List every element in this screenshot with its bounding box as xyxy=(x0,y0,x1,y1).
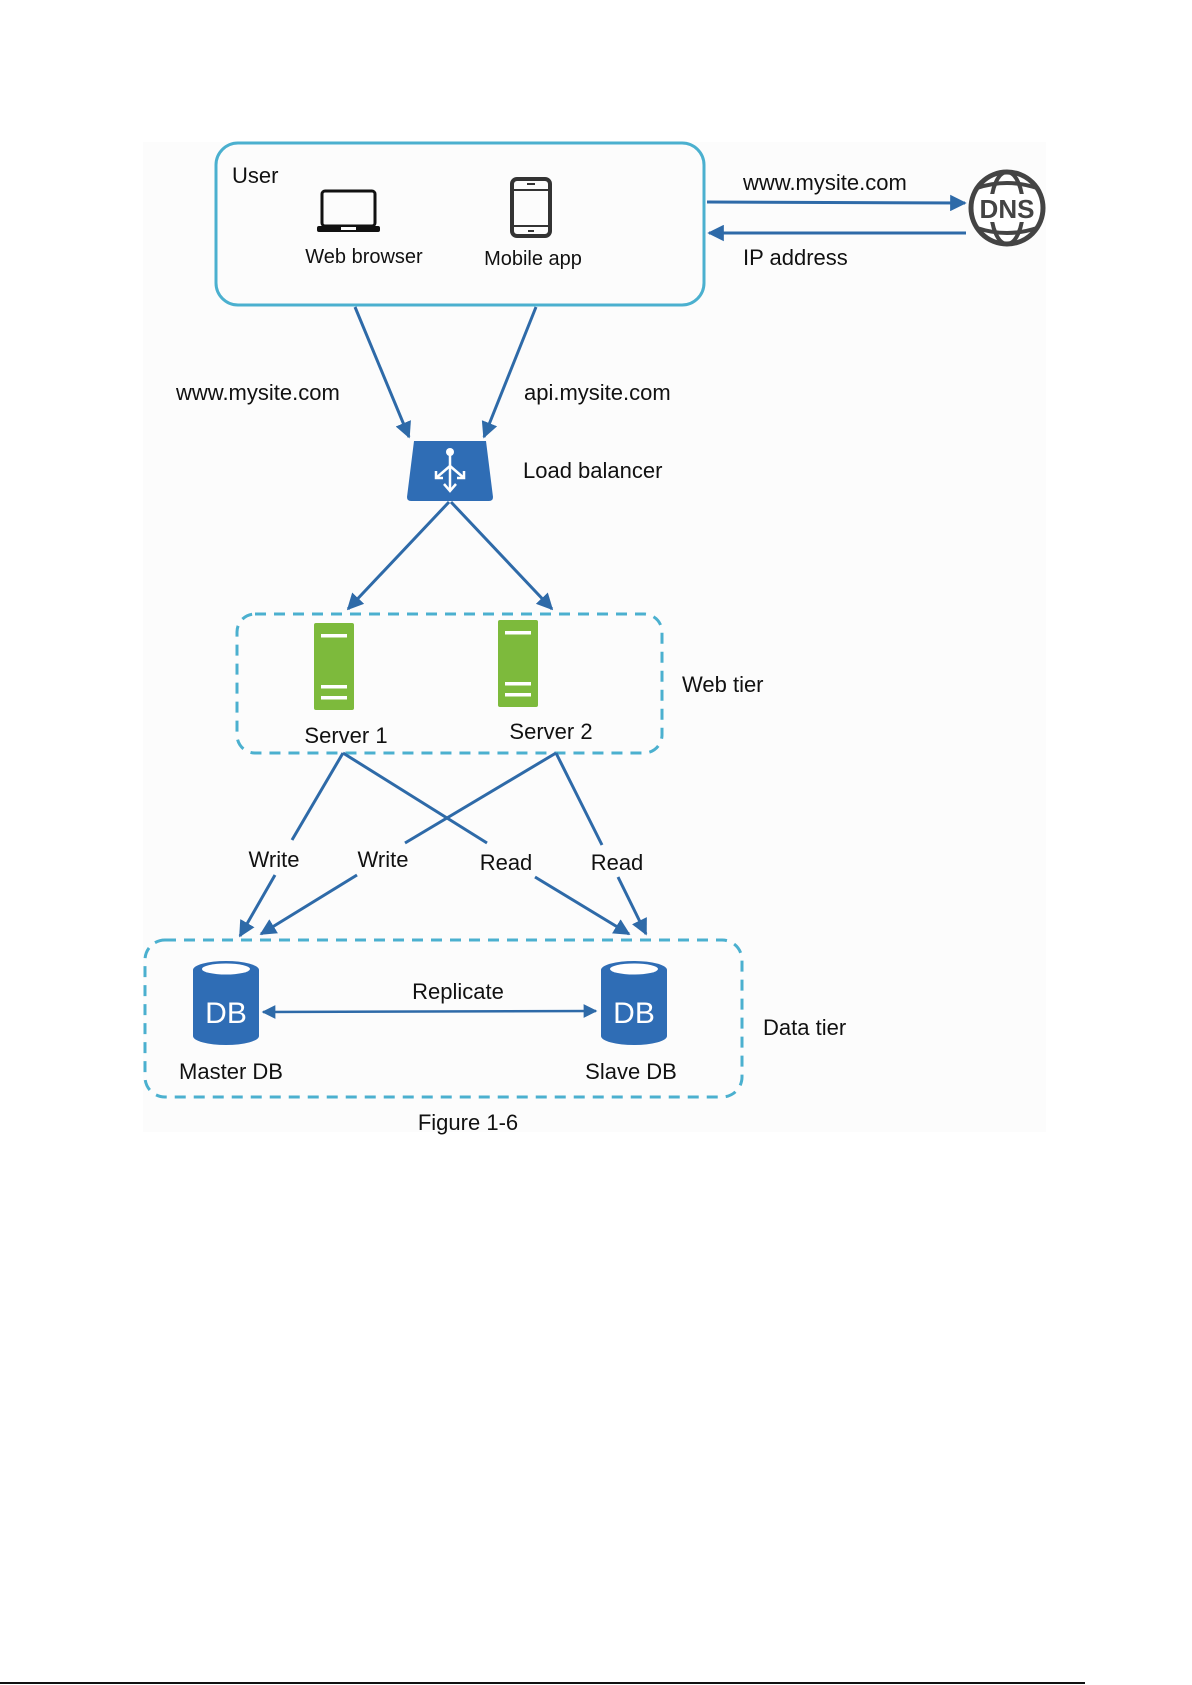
lb-to-server2-arrow xyxy=(449,500,554,611)
read-label-2: Read xyxy=(591,850,644,875)
dns-response-label: IP address xyxy=(743,245,848,270)
data-tier-box xyxy=(143,938,744,1099)
server-2-icon xyxy=(498,620,538,707)
dns-icon-text: DNS xyxy=(980,194,1035,224)
dns-request-arrow xyxy=(706,194,967,212)
dns-exchange: www.mysite.com IP address xyxy=(706,170,967,270)
figure-caption: Figure 1-6 xyxy=(418,1110,518,1135)
read-label-1: Read xyxy=(480,850,533,875)
web-tier-label: Web tier xyxy=(682,672,764,697)
web-browser-label: Web browser xyxy=(305,246,423,268)
mobile-phone-icon xyxy=(510,177,552,238)
server-2-label: Server 2 xyxy=(509,719,592,744)
user-box-title: User xyxy=(232,163,278,188)
server2-read-arrow xyxy=(554,752,648,936)
slave-db-icon-text: DB xyxy=(613,997,655,1030)
load-balancer-label: Load balancer xyxy=(523,458,662,483)
server-1-label: Server 1 xyxy=(304,723,387,748)
server1-write-arrow xyxy=(238,752,345,938)
web-tier-box xyxy=(235,612,664,755)
data-tier-label: Data tier xyxy=(763,1015,846,1040)
master-db-icon-text: DB xyxy=(205,997,247,1030)
api-route-arrow xyxy=(481,306,538,439)
load-balancer-icon xyxy=(407,441,493,501)
web-route-label: www.mysite.com xyxy=(175,380,340,405)
laptop-icon xyxy=(317,189,380,232)
slave-db-icon: DB xyxy=(601,961,667,1045)
write-label-1: Write xyxy=(249,847,300,872)
figure-background xyxy=(143,142,1046,1132)
replicate-label: Replicate xyxy=(412,979,504,1004)
dns-globe-icon: DNS xyxy=(968,169,1046,247)
mobile-app-label: Mobile app xyxy=(484,248,582,270)
web-route-arrow xyxy=(353,306,411,439)
replicate-arrow xyxy=(261,1004,598,1019)
master-db-label: Master DB xyxy=(179,1059,283,1084)
user-box: User Web browser Mobile app xyxy=(214,141,706,307)
api-route-label: api.mysite.com xyxy=(524,380,671,405)
write-label-2: Write xyxy=(358,847,409,872)
dns-request-label: www.mysite.com xyxy=(742,170,907,195)
server-1-icon xyxy=(314,623,354,710)
server1-read-arrow xyxy=(342,751,631,936)
page-bottom-rule xyxy=(0,1682,1085,1684)
lb-to-server1-arrow xyxy=(346,500,451,611)
slave-db-label: Slave DB xyxy=(585,1059,677,1084)
server2-write-arrow xyxy=(259,751,557,936)
master-db-icon: DB xyxy=(193,961,259,1045)
